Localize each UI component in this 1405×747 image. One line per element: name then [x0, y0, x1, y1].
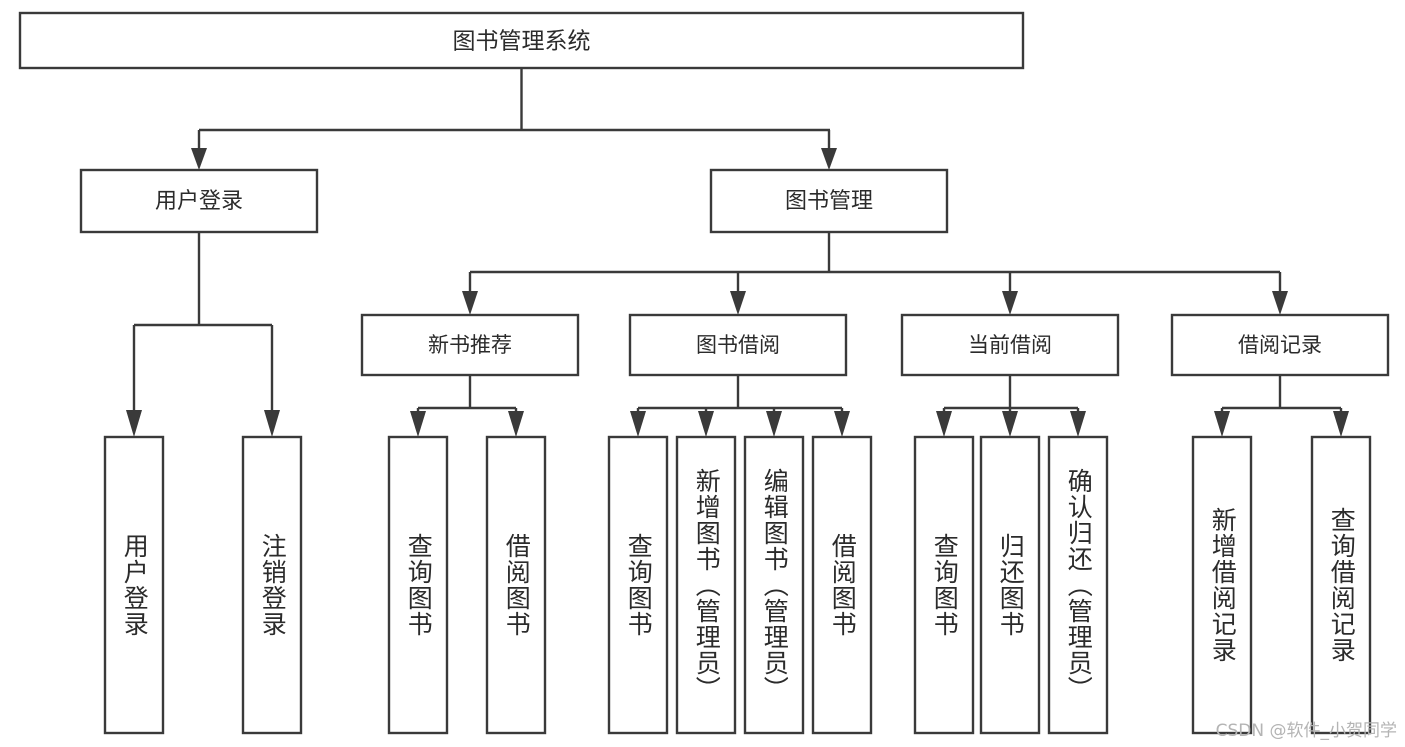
node-root-box — [18, 11, 1025, 70]
node-leaf-query-record-box[interactable] — [1310, 435, 1372, 735]
node-borrow-record-label: 借阅记录 — [1238, 333, 1322, 357]
node-current-borrow-label: 当前借阅 — [968, 333, 1052, 357]
node-leaf-query-book-3-box[interactable] — [913, 435, 975, 735]
arrowhead-leaf-add-book — [698, 411, 714, 437]
arrowhead-user-login — [191, 148, 207, 170]
node-user-login[interactable]: 用户登录 — [79, 168, 319, 234]
node-book-borrow[interactable]: 图书借阅 — [628, 313, 848, 377]
arrowhead-leaf-logout — [264, 410, 280, 437]
arrowhead-leaf-add-record — [1214, 411, 1230, 437]
node-leaf-logout-box[interactable] — [241, 435, 303, 735]
node-root-label: 图书管理系统 — [453, 29, 591, 55]
arrowhead-borrow-record — [1272, 291, 1288, 315]
arrowhead-leaf-query-book-1 — [410, 411, 426, 437]
node-leaf-borrow-book-2-box[interactable] — [811, 435, 873, 735]
node-root[interactable]: 图书管理系统 — [18, 11, 1025, 70]
leaf-box-layer — [103, 435, 1372, 735]
node-current-borrow[interactable]: 当前借阅 — [900, 313, 1120, 377]
node-leaf-confirm-return-box[interactable] — [1047, 435, 1109, 735]
node-leaf-query-book-1-box[interactable] — [387, 435, 449, 735]
node-borrow-record-box — [1170, 313, 1390, 377]
node-book-borrow-label: 图书借阅 — [696, 333, 780, 357]
arrowhead-leaf-edit-book — [766, 411, 782, 437]
arrowhead-book-borrow — [730, 291, 746, 315]
node-new-book-recommend[interactable]: 新书推荐 — [360, 313, 580, 377]
connector-layer — [126, 68, 1349, 437]
node-leaf-query-book-2-box[interactable] — [607, 435, 669, 735]
node-book-manage[interactable]: 图书管理 — [709, 168, 949, 234]
arrowhead-leaf-return-book — [1002, 411, 1018, 437]
node-current-borrow-box — [900, 313, 1120, 377]
node-book-borrow-box — [628, 313, 848, 377]
node-book-manage-box — [709, 168, 949, 234]
arrowhead-leaf-user-login — [126, 410, 142, 437]
node-user-login-box — [79, 168, 319, 234]
node-leaf-return-book-box[interactable] — [979, 435, 1041, 735]
node-leaf-borrow-book-1-box[interactable] — [485, 435, 547, 735]
node-leaf-add-book-box[interactable] — [675, 435, 737, 735]
arrowhead-leaf-query-record — [1333, 411, 1349, 437]
node-leaf-add-record-box[interactable] — [1191, 435, 1253, 735]
arrowhead-leaf-borrow-book-1 — [508, 411, 524, 437]
arrowhead-book-manage — [821, 148, 837, 170]
arrowhead-leaf-query-book-2 — [630, 411, 646, 437]
arrowhead-current-borrow — [1002, 291, 1018, 315]
arrowhead-new-book-recommend — [462, 291, 478, 315]
node-leaf-edit-book-box[interactable] — [743, 435, 805, 735]
node-borrow-record[interactable]: 借阅记录 — [1170, 313, 1390, 377]
arrowhead-leaf-confirm-return — [1070, 411, 1086, 437]
node-user-login-label: 用户登录 — [155, 189, 243, 214]
arrowhead-leaf-query-book-3 — [936, 411, 952, 437]
node-leaf-user-login-box[interactable] — [103, 435, 165, 735]
watermark-text: CSDN @软件_小贺同学 — [1215, 721, 1397, 741]
node-new-book-recommend-label: 新书推荐 — [428, 333, 512, 357]
node-book-manage-label: 图书管理 — [785, 189, 873, 214]
node-new-book-recommend-box — [360, 313, 580, 377]
arrowhead-leaf-borrow-book-2 — [834, 411, 850, 437]
